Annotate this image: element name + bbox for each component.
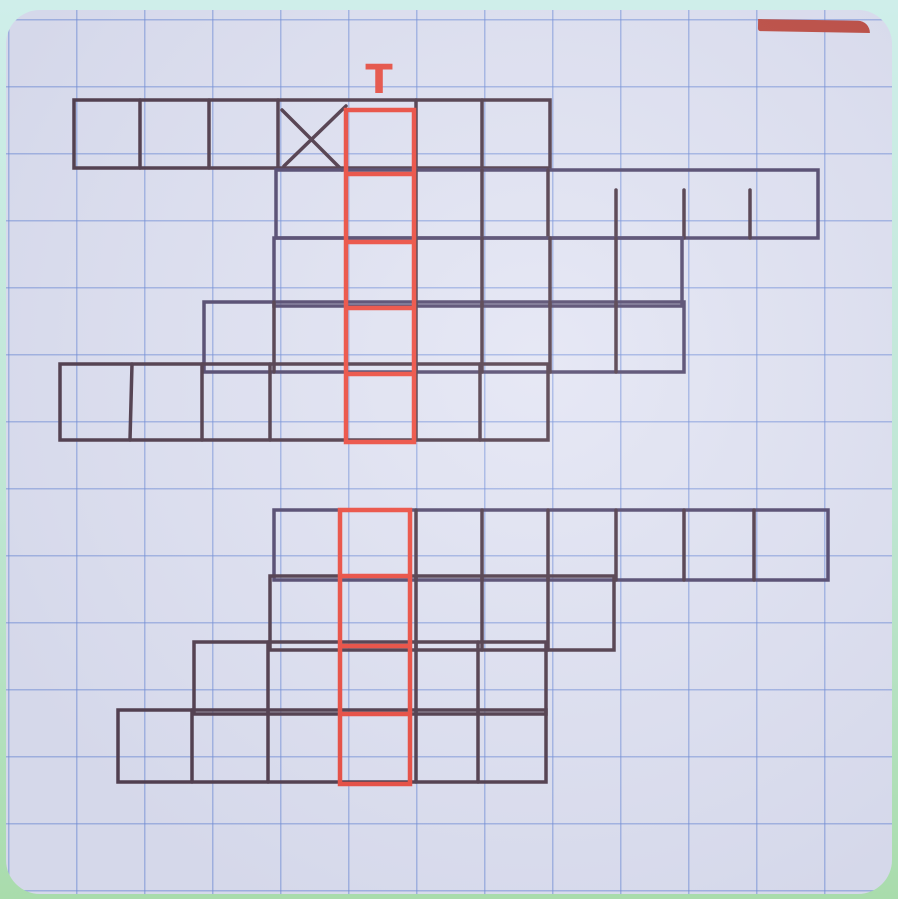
key-column bbox=[340, 110, 414, 784]
graph-paper-sheet: Т bbox=[6, 10, 892, 894]
word-row-9 bbox=[118, 710, 546, 782]
word-row-6 bbox=[274, 510, 828, 580]
word-row-7 bbox=[270, 576, 614, 650]
key-column-upper bbox=[346, 110, 414, 442]
crossword-grid bbox=[6, 10, 892, 894]
word-row-1 bbox=[74, 100, 550, 168]
word-row-8 bbox=[194, 642, 546, 714]
word-cells bbox=[60, 100, 828, 782]
word-row-3 bbox=[274, 238, 682, 306]
word-row-4 bbox=[204, 302, 684, 372]
